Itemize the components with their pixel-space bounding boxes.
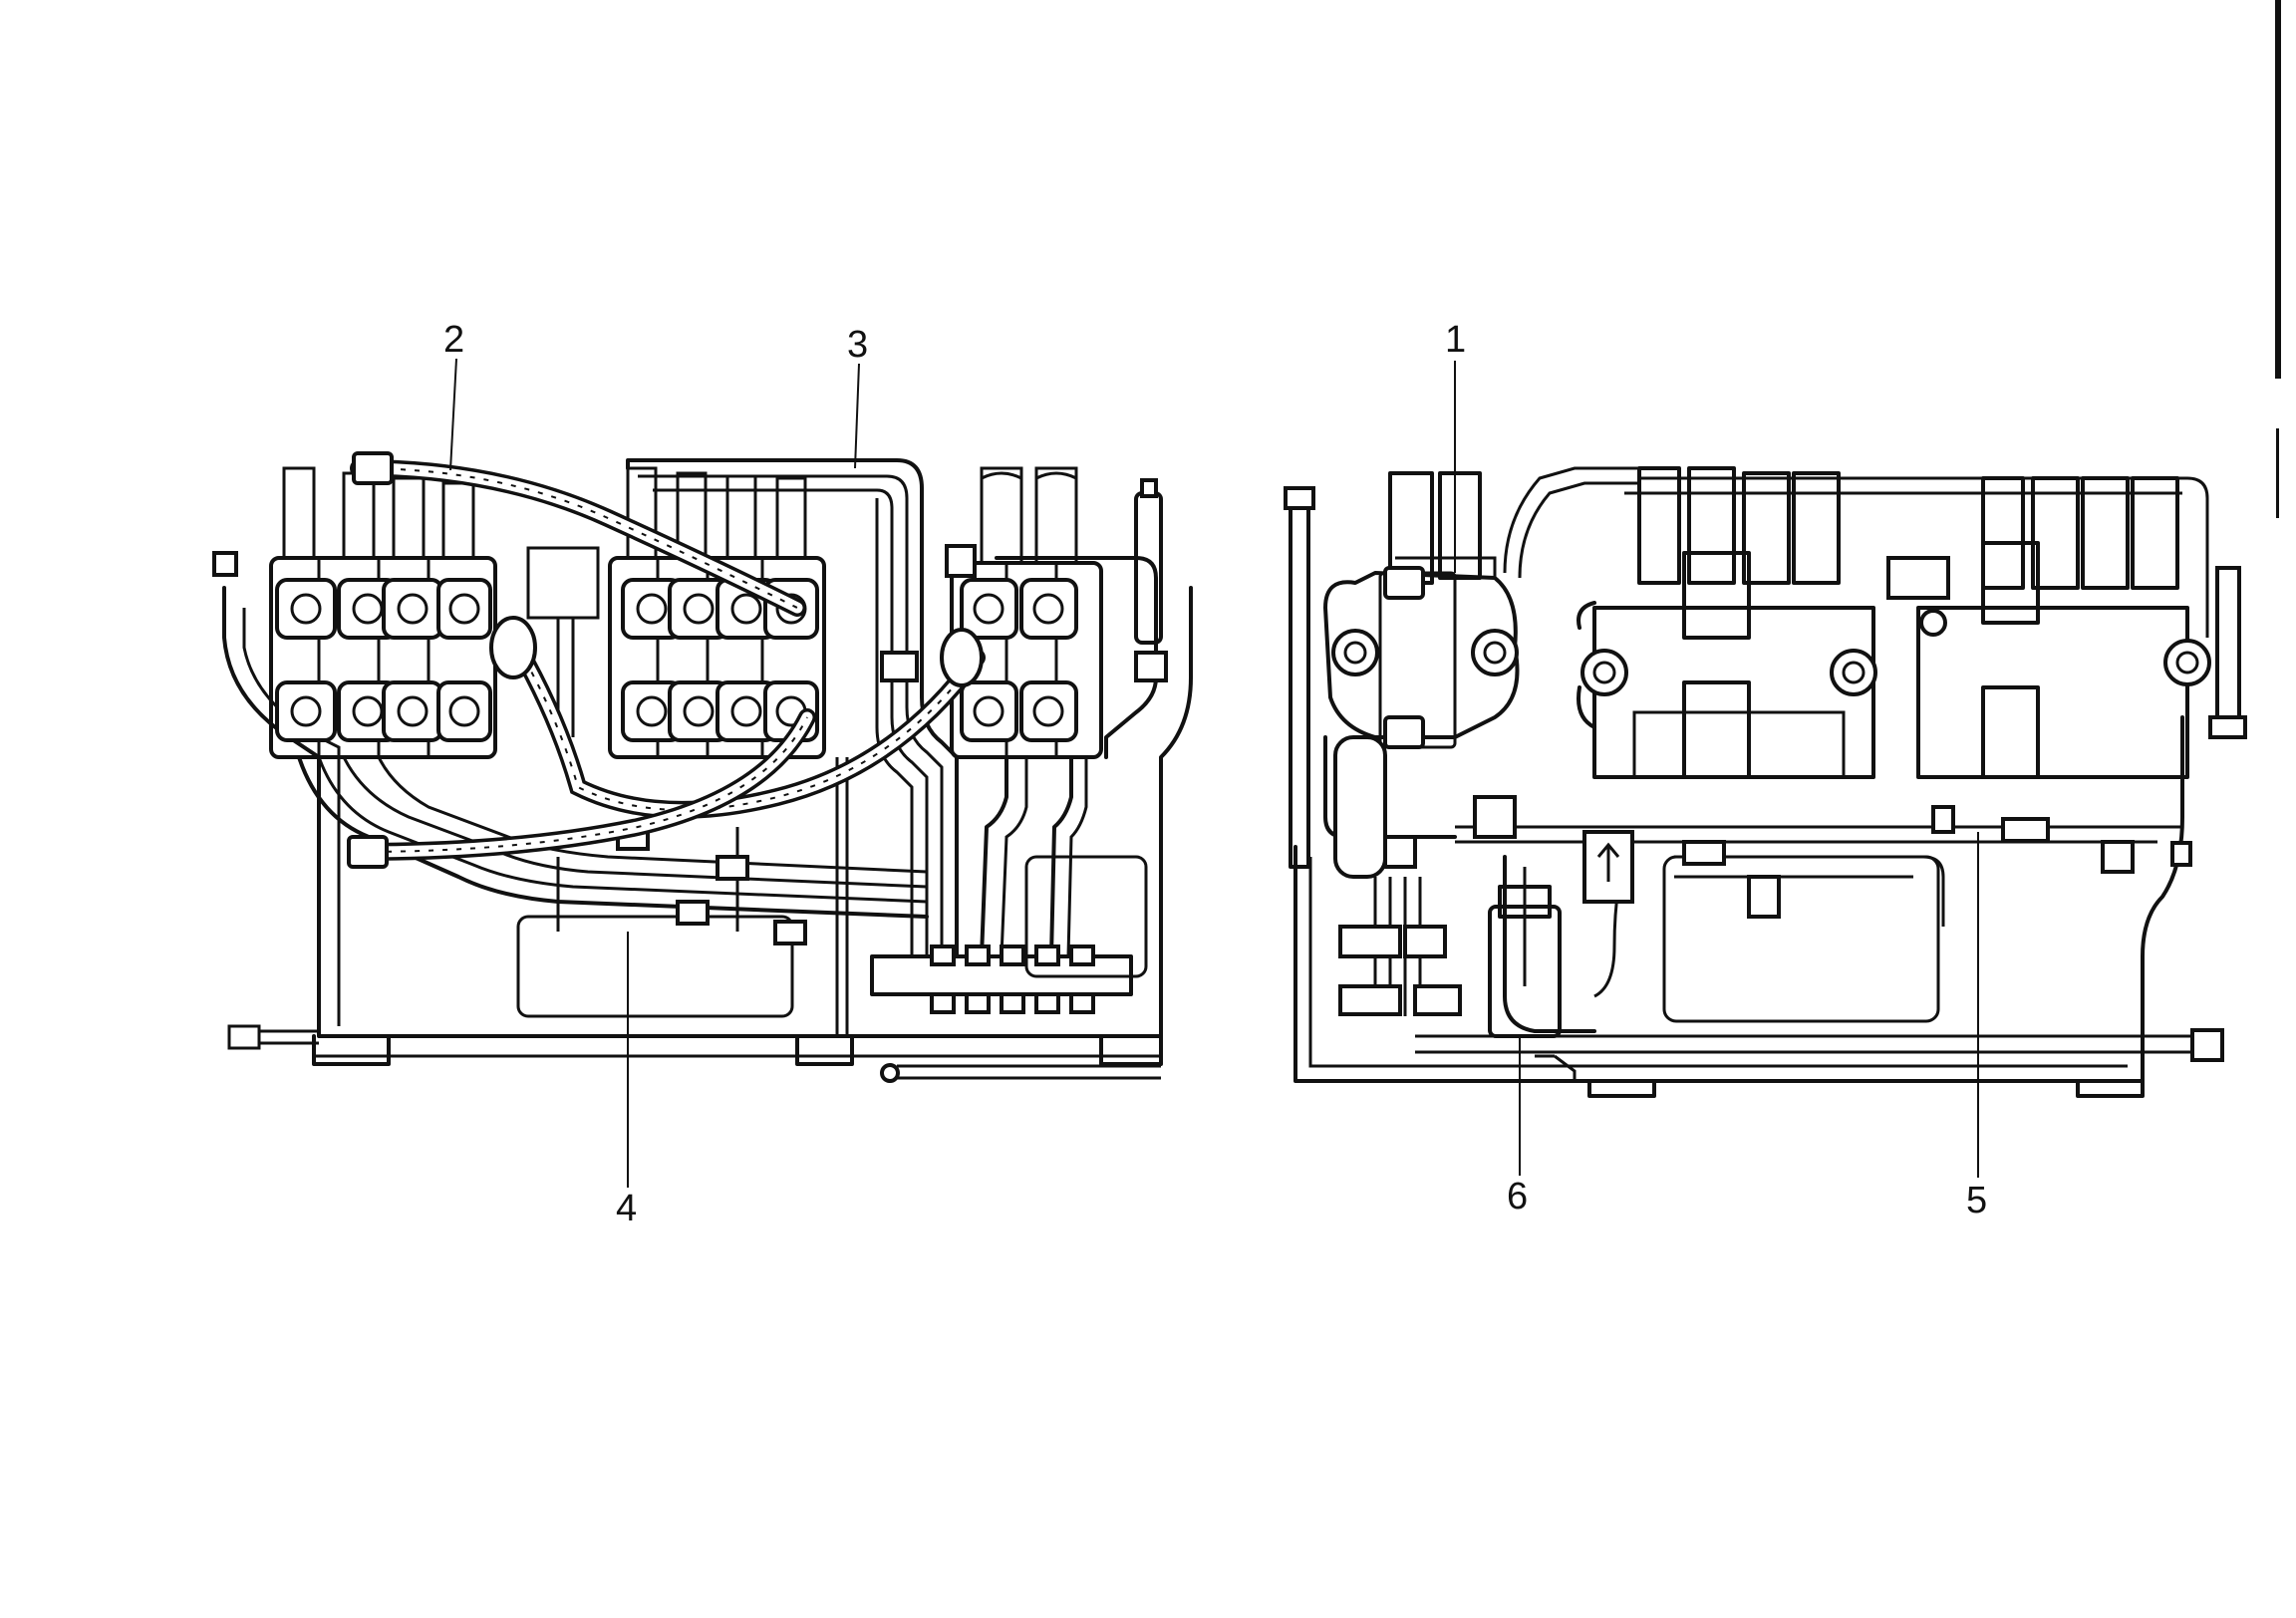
right-pipes-and-filter [1323, 717, 2192, 1081]
left-valve-bank [269, 466, 1103, 759]
left-view [212, 358, 1193, 1188]
right-valve-bank [1323, 466, 2247, 779]
scan-edge-mark [2275, 0, 2281, 379]
callout-1: 1 [1445, 319, 1466, 361]
left-flange-row-top [275, 578, 1078, 640]
scan-edge-mark-2 [2276, 428, 2279, 518]
left-flange-row-bottom [275, 680, 1078, 742]
callout-6: 6 [1507, 1176, 1528, 1217]
right-view [1284, 361, 2247, 1178]
callout-5: 5 [1966, 1180, 1987, 1221]
callout-2: 2 [443, 319, 464, 361]
right-base-frame [1284, 486, 2224, 1098]
callout-4: 4 [616, 1188, 637, 1229]
left-fitting-row [930, 944, 1095, 1014]
left-callout-leaders [449, 358, 860, 1188]
left-braided-hoses [347, 451, 986, 869]
right-callout-leaders [1454, 361, 1979, 1178]
callout-3: 3 [847, 324, 868, 366]
